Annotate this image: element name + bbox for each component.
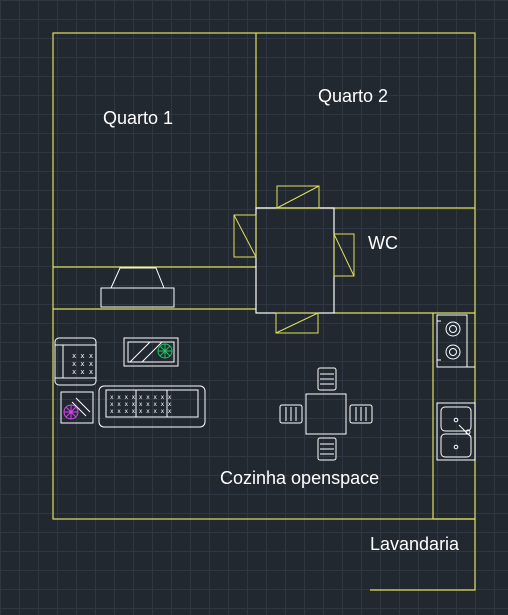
svg-text:x x x x x x x x x: x x x x x x x x x [110,408,172,415]
dining-table [305,393,347,435]
door-kitchen [275,312,319,334]
room-label-quarto1: Quarto 1 [103,108,174,128]
svg-text:x x x x x x x x x: x x x x x x x x x [110,401,172,408]
side-table [60,391,94,424]
svg-text:x x x: x x x [72,368,93,376]
sofa: x x x x x x x x x x x x x x x x x x x x … [98,385,206,428]
door-wc [333,233,355,277]
fireplace [100,267,175,308]
room-label-cozinha: Cozinha openspace [220,468,380,488]
door-quarto1 [233,214,257,258]
kitchen-sink [436,402,476,461]
room-label-wc: WC [368,233,398,253]
stove [436,314,468,368]
plant-green [157,343,173,359]
wall-lavandaria [370,519,476,591]
walls [52,32,476,591]
furniture: x x x x x x x x x [54,267,476,461]
outer-wall [52,32,476,520]
hallway [255,207,335,314]
armchair: x x x x x x x x x [54,337,97,386]
dining-chairs [279,367,373,461]
room-label-quarto2: Quarto 2 [318,86,389,106]
coffee-table [123,337,179,367]
doors [233,185,355,334]
svg-text:x x x: x x x [72,360,93,368]
plant-magenta [63,404,79,420]
svg-text:x x x x x x x x x: x x x x x x x x x [110,394,172,401]
room-label-lavandaria: Lavandaria [370,534,460,554]
svg-text:x x x: x x x [72,352,93,360]
door-quarto2 [276,185,320,209]
